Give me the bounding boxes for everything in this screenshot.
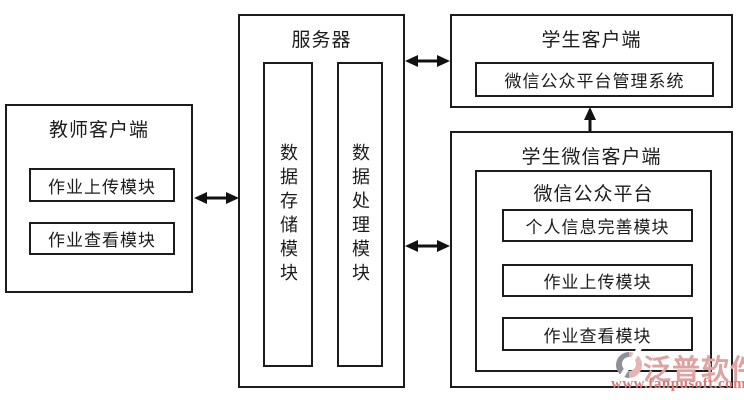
wechat-view-module-box: 作业查看模块: [502, 317, 693, 351]
wechat-public-platform-title: 微信公众平台: [533, 184, 654, 205]
server-title: 服务器: [291, 30, 352, 51]
data-processing-module-label: 数据处理模块: [350, 142, 370, 287]
student-wechat-client-title: 学生微信客户端: [521, 147, 662, 168]
teacher-upload-module-box: 作业上传模块: [29, 168, 175, 202]
student-client-box: 学生客户端 微信公众平台管理系统: [450, 14, 733, 108]
teacher-client-title: 教师客户端: [48, 120, 149, 141]
fanpu-logo-icon: [616, 349, 642, 381]
arrow-wechat-to-client-up-icon: [584, 107, 596, 131]
data-storage-module-label: 数据存储模块: [278, 142, 298, 287]
watermark-url: www.fanpusoft.com: [611, 376, 744, 392]
teacher-client-box: 教师客户端 作业上传模块 作业查看模块: [5, 104, 193, 293]
wechat-upload-module-box: 作业上传模块: [502, 264, 693, 297]
wechat-platform-mgmt-system-box: 微信公众平台管理系统: [475, 62, 714, 97]
logo-pink-part: [629, 352, 642, 378]
wechat-public-platform-box: 微信公众平台 个人信息完善模块 作业上传模块 作业查看模块: [475, 170, 712, 372]
server-box: 服务器 数据存储模块 数据处理模块: [238, 14, 405, 388]
watermark-brand: 泛普软件: [643, 355, 744, 386]
arrow-teacher-server-icon: [194, 192, 239, 204]
personal-info-module-box: 个人信息完善模块: [502, 209, 693, 242]
teacher-view-module-box: 作业查看模块: [29, 222, 175, 255]
student-wechat-client-box: 学生微信客户端 微信公众平台 个人信息完善模块 作业上传模块 作业查看模块: [450, 131, 733, 388]
student-client-title: 学生客户端: [541, 30, 642, 51]
data-processing-module-box: 数据处理模块: [337, 62, 383, 367]
arrow-server-student-client-icon: [405, 55, 450, 67]
arrow-server-student-wechat-icon: [405, 240, 450, 252]
data-storage-module-box: 数据存储模块: [263, 62, 313, 367]
